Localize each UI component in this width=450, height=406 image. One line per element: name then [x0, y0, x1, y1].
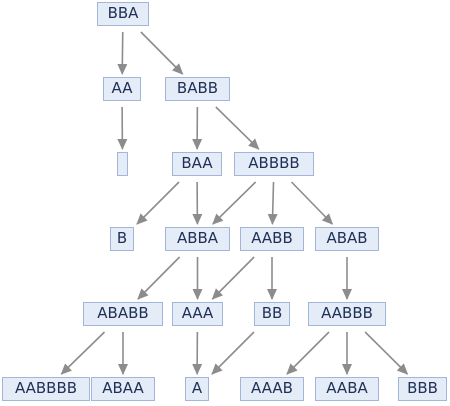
edge-n13-n17	[286, 331, 330, 375]
edge-n5-n7	[212, 181, 257, 225]
node-aaa: AAA	[172, 302, 223, 326]
edge-n7-n10	[137, 256, 181, 300]
edge-n4-n6	[136, 181, 180, 225]
edge-n2-n5	[215, 106, 260, 150]
node-abba: ABBA	[165, 227, 230, 251]
node-aabb: AABB	[240, 227, 304, 251]
node-aaab: AAAB	[240, 377, 304, 401]
edge-n5-n9	[290, 181, 334, 225]
node-a: A	[185, 377, 209, 401]
edge-n0-n1	[117, 31, 128, 75]
node-aaba: AABA	[315, 377, 379, 401]
edge-n0-n2	[140, 31, 184, 75]
node-abab: ABAB	[315, 227, 379, 251]
node-aa: AA	[103, 77, 141, 101]
node-bb: BB	[254, 302, 290, 326]
node-bbb: BBB	[398, 377, 447, 401]
node-baa: BAA	[172, 152, 222, 176]
node-aabbb: AABBB	[308, 302, 386, 326]
edge-n12-n16	[211, 331, 255, 375]
edge-n5-n8	[267, 181, 278, 225]
node-abbbb: ABBBB	[234, 152, 314, 176]
edge-n8-n11	[211, 256, 255, 300]
edge-n13-n19	[364, 331, 409, 375]
node-ababb: ABABB	[83, 302, 163, 326]
edge-n10-n14	[60, 331, 106, 375]
node-abaa: ABAA	[91, 377, 155, 401]
node-empty	[117, 152, 128, 176]
node-bba: BBA	[97, 2, 149, 26]
node-babb: BABB	[165, 77, 230, 101]
node-aabbbb: AABBBB	[2, 377, 90, 401]
node-b: B	[110, 227, 134, 251]
